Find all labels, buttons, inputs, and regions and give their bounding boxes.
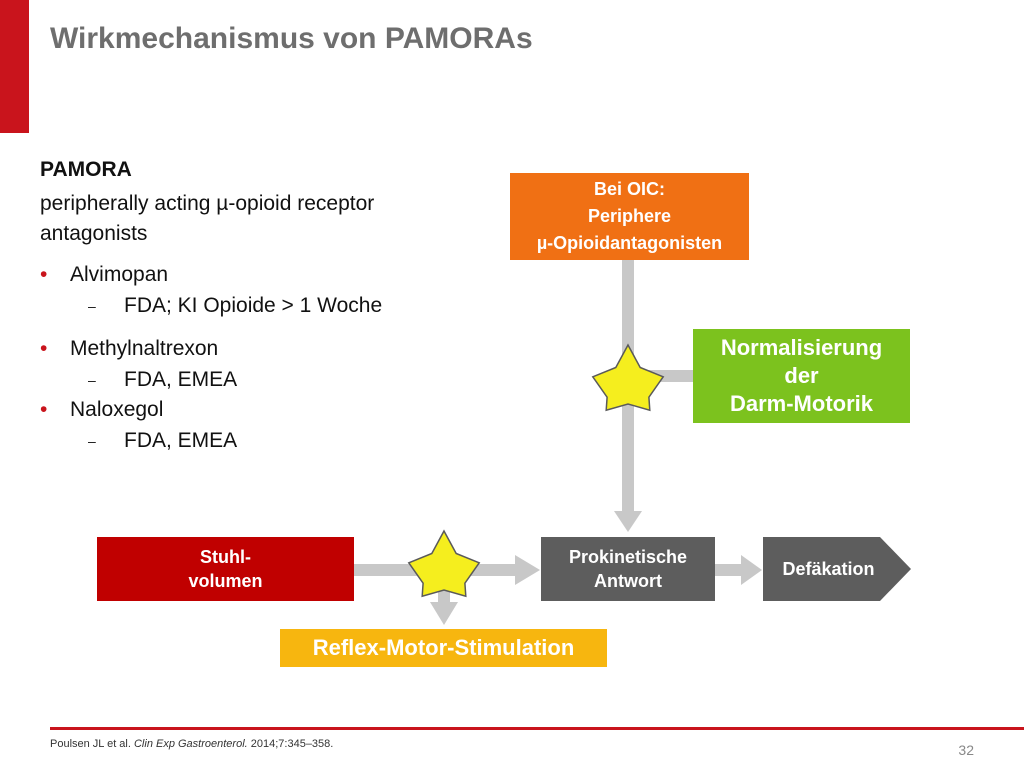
- arrowhead-to-reflex: [430, 602, 458, 625]
- citation: Poulsen JL et al. Clin Exp Gastroenterol…: [50, 738, 333, 750]
- bullet-icon: •: [40, 398, 48, 421]
- sub-bullet-text: FDA, EMEA: [124, 429, 238, 452]
- defaekation-shape: [763, 537, 911, 601]
- sub-bullet-methylnaltrexon: – FDA, EMEA: [88, 368, 237, 392]
- reflex-motor-stimulation-box: Reflex-Motor-Stimulation: [280, 629, 607, 667]
- sub-bullet-naloxegol: – FDA, EMEA: [88, 429, 237, 453]
- accent-bar: [0, 0, 29, 133]
- normalisierung-line1: Normalisierung: [720, 335, 883, 360]
- arrowhead-to-prokinetische-h: [515, 555, 540, 585]
- citation-journal: Clin Exp Gastroenterol.: [133, 738, 248, 750]
- pamora-heading: PAMORA: [40, 158, 132, 181]
- sub-bullet-text: FDA, EMEA: [124, 368, 238, 391]
- oic-line3: µ-Opioidantagonisten: [536, 233, 723, 253]
- prokinetische-line2: Antwort: [594, 571, 662, 591]
- prokinetische-antwort-box: Prokinetische Antwort: [541, 537, 715, 601]
- prokinetische-line1: Prokinetische: [568, 547, 688, 567]
- footer-divider: [50, 727, 1024, 730]
- dash-icon: –: [88, 372, 96, 389]
- defaekation-label: Defäkation: [782, 558, 875, 579]
- bullet-label: Naloxegol: [70, 398, 164, 421]
- oic-line1: Bei OIC:: [593, 179, 665, 199]
- bullet-alvimopan: • Alvimopan: [40, 263, 168, 287]
- normalisierung-box: Normalisierung der Darm-Motorik: [693, 329, 910, 423]
- stuhl-line2: volumen: [188, 571, 263, 591]
- bullet-methylnaltrexon: • Methylnaltrexon: [40, 337, 218, 361]
- slide-title: Wirkmechanismus von PAMORAs: [50, 22, 533, 55]
- normalisierung-line2: der: [784, 363, 819, 388]
- sub-bullet-alvimopan: – FDA; KI Opioide > 1 Woche: [88, 294, 382, 318]
- connector-prok-def: [715, 564, 743, 576]
- bullet-label: Methylnaltrexon: [70, 337, 219, 360]
- page-number: 32: [958, 742, 974, 758]
- defaekation-box: Defäkation: [763, 537, 908, 601]
- bullet-icon: •: [40, 337, 48, 360]
- star-icon: [407, 529, 481, 598]
- stuhl-line1: Stuhl-: [199, 547, 251, 567]
- citation-details: 2014;7:345–358.: [247, 738, 334, 750]
- bullet-icon: •: [40, 263, 48, 286]
- star-icon: [591, 343, 665, 412]
- sub-bullet-text: FDA; KI Opioide > 1 Woche: [124, 294, 383, 317]
- oic-line2: Periphere: [587, 206, 672, 226]
- reflex-label: Reflex-Motor-Stimulation: [312, 635, 575, 660]
- normalisierung-line3: Darm-Motorik: [729, 391, 873, 416]
- bullet-label: Alvimopan: [70, 263, 169, 286]
- arrowhead-to-defaekation: [741, 555, 762, 585]
- pamora-definition: peripherally acting µ-opioid receptor an…: [40, 192, 375, 245]
- dash-icon: –: [88, 433, 96, 450]
- bullet-naloxegol: • Naloxegol: [40, 398, 163, 422]
- stuhlvolumen-box: Stuhl- volumen: [97, 537, 354, 601]
- citation-authors: Poulsen JL et al.: [50, 738, 134, 750]
- dash-icon: –: [88, 298, 96, 315]
- arrowhead-to-prokinetische: [614, 511, 642, 532]
- oic-antagonist-box: Bei OIC: Periphere µ-Opioidantagonisten: [510, 173, 749, 260]
